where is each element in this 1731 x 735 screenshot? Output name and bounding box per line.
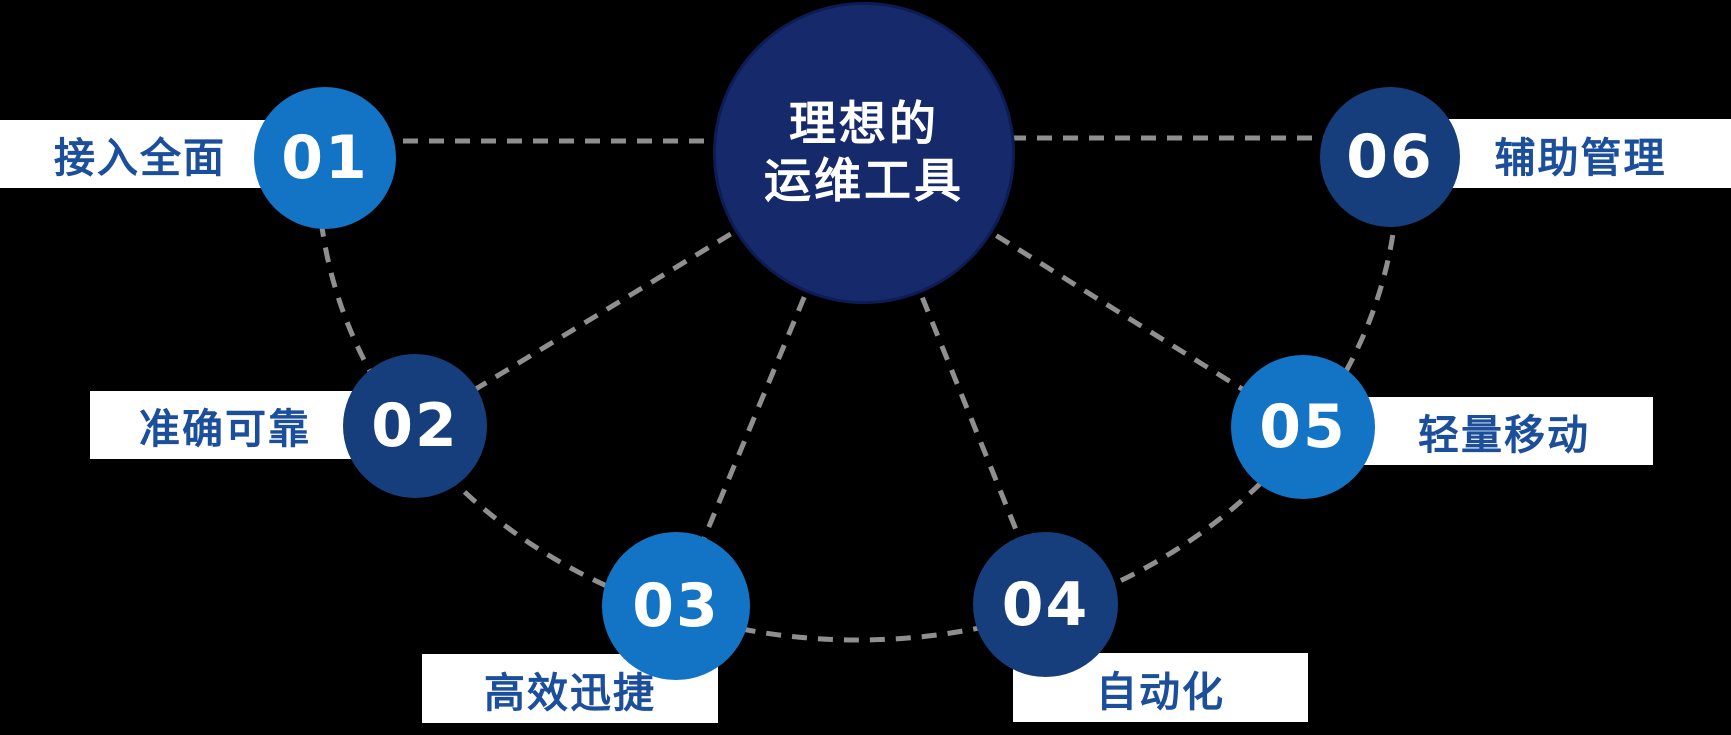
- node-05-label: 轻量移动: [1418, 411, 1590, 459]
- node-03-label: 高效迅捷: [484, 668, 656, 717]
- node-06-label: 辅助管理: [1494, 133, 1667, 182]
- node-03-circle: 03: [602, 532, 750, 680]
- central-title-line1: 理想的: [789, 97, 939, 152]
- node-05-number: 05: [1259, 392, 1347, 462]
- node-02-circle: 02: [343, 354, 487, 498]
- node-06-circle: 06: [1320, 87, 1460, 227]
- node-04-number: 04: [1001, 569, 1090, 640]
- node-03-number: 03: [632, 571, 720, 641]
- node-02-label: 准确可靠: [139, 405, 311, 453]
- node-01-number: 01: [281, 123, 369, 193]
- node-06-number: 06: [1346, 122, 1434, 192]
- node-04-circle: 04: [973, 532, 1118, 677]
- node-05-circle: 05: [1231, 355, 1375, 499]
- node-02-number: 02: [371, 391, 459, 461]
- node-01-circle: 01: [254, 87, 396, 229]
- node-04-label: 自动化: [1096, 667, 1225, 716]
- central-hub-circle: 理想的 运维工具: [713, 2, 1015, 304]
- central-title-line2: 运维工具: [764, 154, 964, 209]
- node-01-label: 接入全面: [54, 134, 226, 182]
- node-01-label-bar: 接入全面: [0, 120, 330, 188]
